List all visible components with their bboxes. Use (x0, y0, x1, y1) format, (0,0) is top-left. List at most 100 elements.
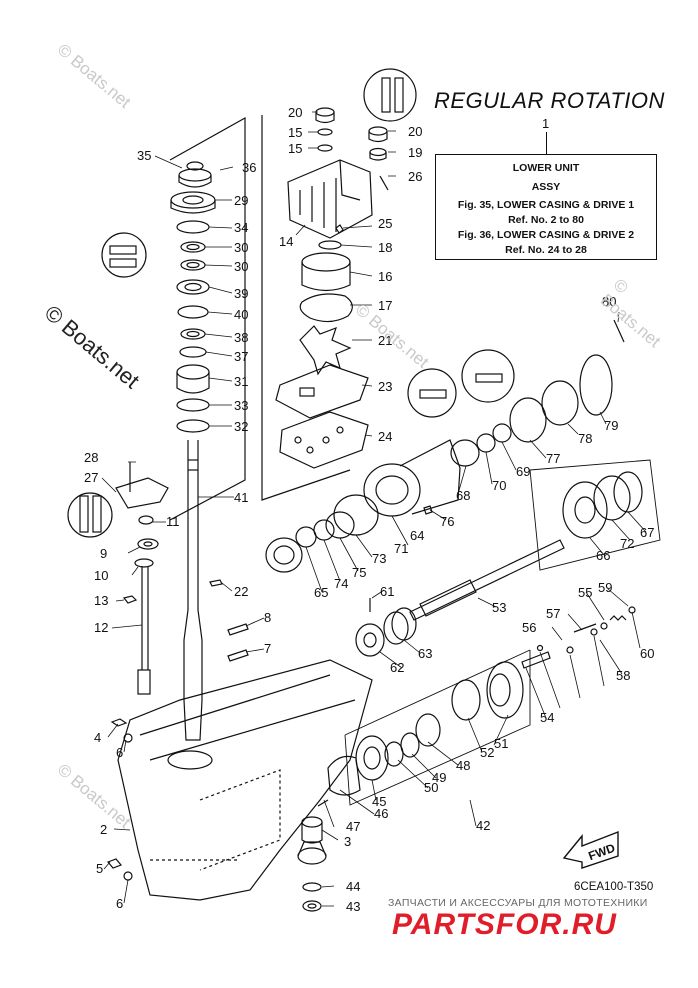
part-10-o-ring (134, 558, 154, 568)
callout-5: 5 (96, 861, 103, 876)
callout-78: 78 (578, 431, 592, 446)
part-57-pin (573, 623, 597, 633)
part-68-bearing (450, 439, 480, 467)
callout-8: 8 (264, 610, 271, 625)
callout-20: 20 (288, 105, 302, 120)
callout-66: 66 (596, 548, 610, 563)
callout-41: 41 (234, 490, 248, 505)
forward-gear-bracket (344, 649, 531, 806)
part-9-seal (137, 538, 159, 550)
callout-61: 61 (380, 584, 394, 599)
callout-15: 15 (288, 125, 302, 140)
callout-62: 62 (390, 660, 404, 675)
info-line-5: Fig. 36, LOWER CASING & DRIVE 2 (457, 229, 635, 241)
callout-72: 72 (620, 536, 634, 551)
part-40-shim (177, 305, 209, 319)
callout-75: 75 (352, 565, 366, 580)
detail-inset-left-30 (101, 232, 147, 278)
callout-73: 73 (372, 551, 386, 566)
detail-inset-top (363, 68, 417, 122)
callout-16: 16 (378, 269, 392, 284)
callout-18: 18 (378, 240, 392, 255)
callout-29: 29 (234, 193, 248, 208)
callout-15-b: 15 (288, 141, 302, 156)
part-20-grommet (315, 107, 335, 124)
callout-20-b: 20 (408, 124, 422, 139)
part-43-nut (302, 900, 322, 912)
callout-47: 47 (346, 819, 360, 834)
callout-10: 10 (94, 568, 108, 583)
part-72-shim (593, 475, 631, 521)
column-boundary (169, 116, 246, 521)
part-24-gasket (279, 411, 369, 469)
part-62-dog-clutch (355, 623, 385, 657)
callout-22: 22 (234, 584, 248, 599)
part-59-spring (609, 615, 627, 621)
part-27-bracket (115, 477, 169, 509)
callout-54: 54 (540, 710, 554, 725)
callout-71: 71 (394, 541, 408, 556)
callout-43: 43 (346, 899, 360, 914)
shop-subtitle: ЗАПЧАСТИ И АКСЕССУАРЫ ДЛЯ МОТОТЕХНИКИ (388, 897, 648, 909)
callout-57: 57 (546, 606, 560, 621)
callout-23: 23 (378, 379, 392, 394)
part-48-shim (415, 713, 441, 747)
callout-70: 70 (492, 478, 506, 493)
callout-58: 58 (616, 668, 630, 683)
part-33-shim (176, 398, 210, 412)
callout-37: 37 (234, 349, 248, 364)
callout-leaders (101, 111, 647, 907)
callout-52: 52 (480, 745, 494, 760)
callout-76: 76 (440, 514, 454, 529)
part-74-washer (295, 526, 317, 548)
part-12-shift-rod (137, 566, 151, 695)
part-80-bolt (613, 319, 625, 343)
callout-21: 21 (378, 333, 392, 348)
part-29-retainer (170, 191, 216, 214)
part-45-bearing (355, 735, 389, 781)
callout-34: 34 (234, 220, 248, 235)
callout-13: 13 (94, 593, 108, 608)
callout-6-b: 6 (116, 896, 123, 911)
callout-77: 77 (546, 451, 560, 466)
callout-35: 35 (137, 148, 151, 163)
gear-group-bracket (529, 459, 661, 571)
callout-labels: 20 15 15 20 19 26 35 36 29 34 30 30 39 4… (84, 105, 654, 914)
part-47-pin (317, 799, 329, 807)
callout-51: 51 (494, 736, 508, 751)
callout-55: 55 (578, 585, 592, 600)
callout-45: 45 (372, 794, 386, 809)
callout-67: 67 (640, 525, 654, 540)
part-70-seal (476, 433, 496, 453)
callout-24: 24 (378, 429, 392, 444)
callout-56: 56 (522, 620, 536, 635)
callout-17: 17 (378, 298, 392, 313)
callout-36: 36 (242, 160, 256, 175)
part-8-key (227, 623, 249, 636)
callout-59: 59 (598, 580, 612, 595)
part-64-shaft-housing (363, 439, 461, 517)
part-60-ring (566, 646, 574, 654)
callout-60: 60 (640, 646, 654, 661)
part-71-o-ring (333, 494, 379, 536)
callout-30: 30 (234, 240, 248, 255)
part-53-propeller-shaft (409, 539, 565, 621)
fwd-arrow-icon (562, 830, 619, 869)
part-66-rear-gear (562, 481, 608, 539)
callout-12: 12 (94, 620, 108, 635)
callout-19: 19 (408, 145, 422, 160)
part-56-ball (536, 644, 544, 652)
callout-79: 79 (604, 418, 618, 433)
part-2-lower-casing (117, 659, 373, 901)
callout-39: 39 (234, 286, 248, 301)
diagram-title: REGULAR ROTATION (434, 88, 665, 113)
callout-32: 32 (234, 419, 248, 434)
part-69-seal (492, 423, 512, 443)
detail-inset-70 (461, 349, 515, 403)
callout-80: 80 (602, 294, 616, 309)
part-11-grommet (138, 515, 154, 525)
part-34-o-ring (176, 220, 210, 234)
part-67-bearing (613, 471, 643, 513)
part-13-clip (122, 595, 138, 604)
